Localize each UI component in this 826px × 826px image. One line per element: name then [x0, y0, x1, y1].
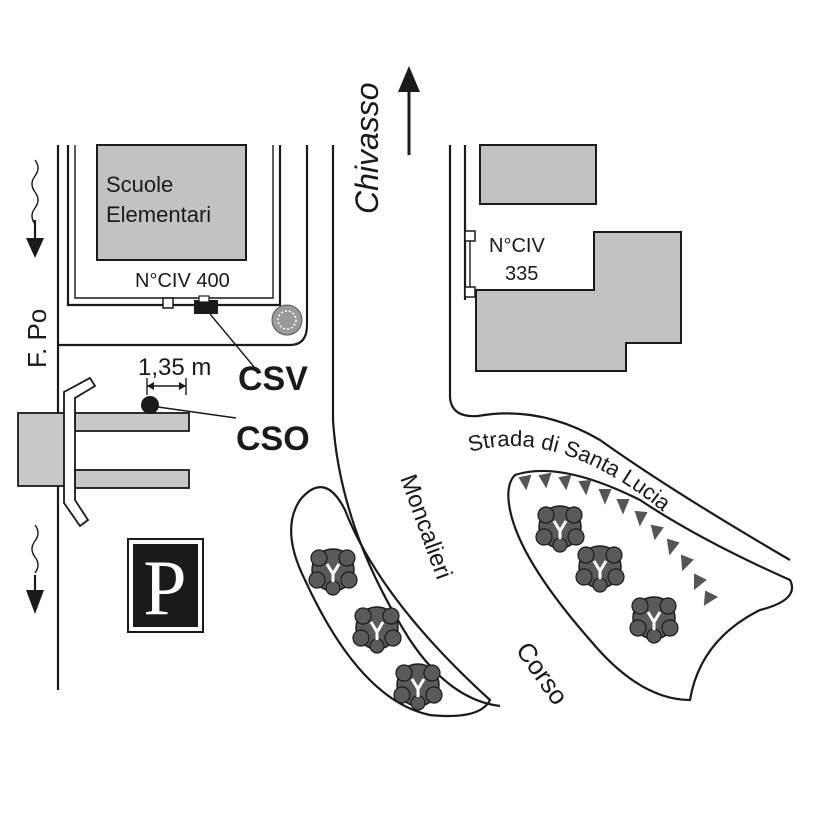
parking-icon: P	[127, 538, 204, 633]
north-arrow-icon	[398, 66, 420, 155]
tree-icon	[574, 544, 626, 594]
tree-icon	[392, 662, 444, 712]
cso-manhole-icon	[141, 396, 159, 414]
corso-east-edge	[448, 145, 791, 561]
pier-upper	[74, 412, 190, 432]
shrub-icon	[271, 304, 303, 336]
corso-label: Corso	[510, 636, 574, 710]
river-flow-arrow-icon	[26, 524, 44, 614]
cso-label: CSO	[236, 420, 310, 458]
walkway-ramp	[63, 376, 97, 528]
distance-label: 1,35 m	[138, 354, 211, 381]
csv-leader-line	[209, 313, 256, 369]
csv-manhole-cap-icon	[198, 295, 210, 303]
civ335-building	[475, 231, 682, 372]
csv-manhole-icon	[194, 300, 218, 314]
civ400-label: N°CIV 400	[135, 270, 230, 292]
outlet-structure	[17, 412, 69, 487]
civ335-marker-2-icon	[464, 286, 476, 298]
island-right	[507, 469, 793, 702]
school-inner-wall	[74, 145, 274, 299]
school-building	[96, 144, 247, 261]
civ335-marker-icon	[464, 230, 476, 242]
school-label-line1: Scuole	[106, 172, 173, 197]
csv-label: CSV	[238, 360, 308, 398]
cso-leader-line	[157, 406, 237, 419]
school-outer-wall	[66, 145, 282, 307]
river-flow-arrow-icon	[26, 159, 44, 258]
school-street-edge	[58, 145, 309, 347]
tree-icon	[534, 504, 586, 554]
civ335-label-line2: 335	[505, 263, 538, 285]
civ335-label-line1: N°CIV	[489, 235, 545, 257]
distance-dimension	[146, 378, 187, 395]
slope-hatching	[518, 472, 719, 606]
moncalieri-label: Moncalieri	[394, 471, 457, 583]
pier-lower	[74, 469, 190, 489]
north-building	[479, 144, 597, 205]
tree-icon	[351, 605, 403, 655]
river-label: F. Po	[22, 309, 52, 368]
tree-icon	[307, 547, 359, 597]
parking-letter: P	[143, 544, 186, 631]
chivasso-label: Chivasso	[349, 82, 385, 214]
island-left	[290, 486, 492, 718]
civ400-marker-icon	[162, 297, 174, 309]
tree-icon	[628, 595, 680, 645]
school-label-line2: Elementari	[106, 202, 211, 227]
